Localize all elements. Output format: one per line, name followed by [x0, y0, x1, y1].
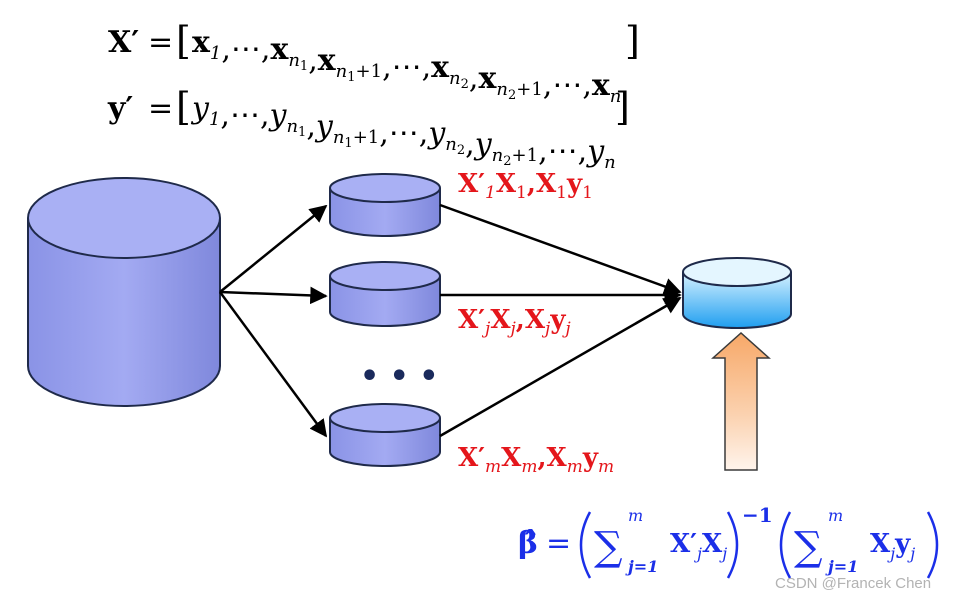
- equation-y-prime: y′ = [ y1,⋯,yn1,yn1+1,⋯,yn2,yn2+1,⋯,yn ]: [107, 85, 630, 173]
- source-database-icon: [27, 177, 221, 407]
- equation-term: y: [314, 109, 334, 144]
- sum-symbol-2: ∑: [794, 524, 823, 570]
- equation-term: ⋯: [389, 116, 419, 151]
- equation-term: y: [585, 134, 605, 169]
- equation-term: ⋯: [548, 134, 578, 169]
- equation-term: y: [268, 98, 288, 133]
- svg-text:X′jXj,Xjyj: X′jXj,Xjyj: [458, 305, 571, 339]
- eq-y-equals: =: [148, 91, 173, 126]
- equation-term: ⋯: [392, 50, 422, 85]
- partition-cylinder-m: [329, 403, 441, 467]
- svg-text:Xjyj: Xjyj: [870, 529, 915, 563]
- partition-label-j: X′jXj,Xjyj: [458, 305, 571, 339]
- formula-equals: =: [546, 526, 571, 561]
- equation-x-prime: X′ = [ x1,⋯,xn1,xn1+1,⋯,xn2,xn2+1,⋯,xn ]: [108, 19, 640, 107]
- eq-x-equals: =: [148, 25, 173, 60]
- equation-term: x: [318, 43, 337, 78]
- equation-term: x: [592, 68, 611, 103]
- arrow-to-partition-j: [219, 286, 328, 305]
- equation-term: y: [473, 127, 493, 162]
- equation-term: ⋯: [230, 98, 260, 133]
- equation-term: ⋯: [552, 68, 582, 103]
- eq-y-lhs: y′: [107, 91, 133, 126]
- equation-term: x: [192, 25, 211, 60]
- arrow-from-partition-m: [439, 296, 682, 438]
- equation-term: x: [431, 50, 450, 85]
- sum-lower-1: j=1: [625, 557, 658, 576]
- equation-term: x: [270, 32, 289, 67]
- up-arrow-icon: [711, 331, 771, 471]
- eq-y-open: [: [176, 85, 191, 129]
- sum-upper-1: m: [628, 506, 643, 525]
- partition-label-m: X′mXm,Xmym: [458, 443, 614, 477]
- beta-hat: β̂: [518, 526, 538, 561]
- inverse-exponent: −1: [742, 503, 773, 527]
- equation-term: x: [478, 61, 497, 96]
- svg-text:X′mXm,Xmym: X′mXm,Xmym: [458, 443, 614, 477]
- result-database-icon: [682, 257, 792, 329]
- svg-text:X′1X1,X1y1: X′1X1,X1y1: [458, 169, 593, 203]
- eq-x-open: [: [176, 19, 191, 63]
- partition-cylinder-1: [329, 173, 441, 237]
- eq-x-terms: x1,⋯,xn1,xn1+1,⋯,xn2,xn2+1,⋯,xn: [192, 25, 621, 107]
- sum-lower-2: j=1: [825, 557, 858, 576]
- arrow-to-partition-1: [219, 204, 328, 293]
- sum-symbol-1: ∑: [594, 524, 623, 570]
- paren-open-1: [579, 511, 592, 579]
- partition-label-1: X′1X1,X1y1: [458, 169, 593, 203]
- equation-term: y: [190, 91, 210, 126]
- arrow-from-partition-1: [439, 203, 682, 295]
- eq-y-terms: y1,⋯,yn1,yn1+1,⋯,yn2,yn2+1,⋯,yn: [190, 91, 616, 173]
- svg-text:X′jXj: X′jXj: [670, 529, 727, 563]
- equation-term: ⋯: [231, 32, 261, 67]
- watermark: CSDN @Francek Chen: [775, 575, 931, 592]
- paren-close-2: [926, 511, 939, 579]
- paren-open-2: [779, 511, 792, 579]
- eq-x-lhs: X′: [108, 25, 139, 60]
- beta-hat-formula: β̂ = ∑ m j=1 X′jXj −1 ∑ m j=1 Xjyj: [518, 503, 939, 579]
- partition-ellipsis: • • •: [360, 359, 438, 394]
- eq-x-close: ]: [625, 19, 640, 63]
- eq-y-close: ]: [615, 85, 630, 129]
- equation-term: y: [426, 116, 446, 151]
- sum-upper-2: m: [828, 506, 843, 525]
- arrow-to-partition-m: [218, 291, 328, 438]
- combine-arrows: [439, 203, 682, 438]
- split-arrows: [218, 204, 328, 438]
- partition-cylinder-j: [329, 261, 441, 327]
- paren-close-1: [726, 511, 739, 579]
